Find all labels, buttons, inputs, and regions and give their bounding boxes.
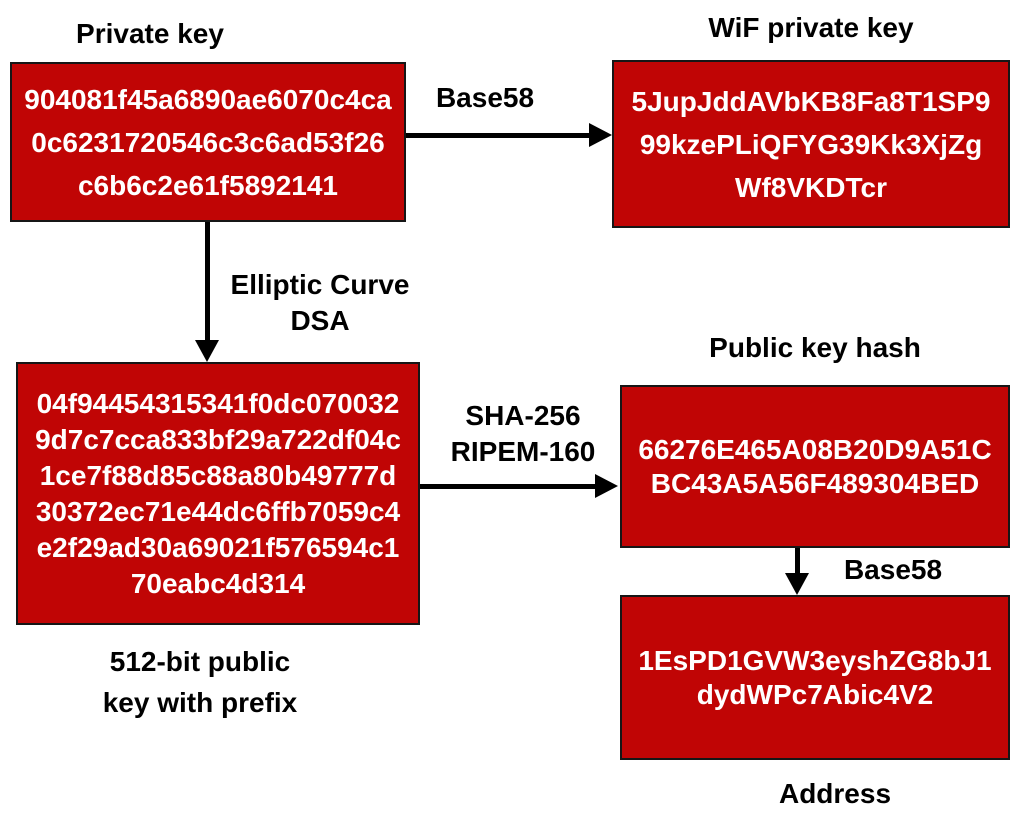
address-value: 1EsPD1GVW3eyshZG8bJ1 dydWPc7Abic4V2 [638,644,992,710]
arrow-head-icon [595,474,618,498]
public-key-value: 04f94454315341f0dc070032 9d7c7cca833bf29… [35,387,401,599]
base58-top-edge-label: Base58 [435,82,535,113]
wif-private-key-box: 5JupJddAVbKB8Fa8T1SP9 99kzePLiQFYG39Kk3X… [612,60,1010,228]
public-key-caption: 512-bit public key with prefix [102,646,298,718]
wif-private-key-value: 5JupJddAVbKB8Fa8T1SP9 99kzePLiQFYG39Kk3X… [631,85,991,203]
base58-bottom-edge-label: Base58 [843,554,943,585]
sha256-ripemd160-edge-label: SHA-256 RIPEM-160 [450,400,596,467]
address-box: 1EsPD1GVW3eyshZG8bJ1 dydWPc7Abic4V2 [620,595,1010,760]
arrow-head-icon [785,573,809,595]
private-key-box: 904081f45a6890ae6070c4ca 0c6231720546c3c… [10,62,406,222]
arrow-head-icon [195,340,219,362]
arrow-private-key-to-public-key [195,222,219,362]
public-key-hash-value: 66276E465A08B20D9A51C BC43A5A56F489304BE… [638,433,992,499]
address-label: Address [778,778,892,809]
arrow-private-key-to-wif [406,123,612,147]
arrow-public-key-to-hash [420,474,618,498]
private-key-label: Private key [76,18,224,49]
public-key-hash-box: 66276E465A08B20D9A51C BC43A5A56F489304BE… [620,385,1010,548]
arrow-shaft [204,222,210,343]
private-key-value: 904081f45a6890ae6070c4ca 0c6231720546c3c… [24,83,392,201]
elliptic-curve-dsa-edge-label: Elliptic Curve DSA [230,269,410,336]
arrow-shaft [420,483,598,489]
arrow-head-icon [589,123,612,147]
arrow-shaft [794,548,800,576]
arrow-shaft [406,132,592,138]
arrow-hash-to-address [785,548,809,595]
public-key-hash-label: Public key hash [709,332,921,363]
public-key-box: 04f94454315341f0dc070032 9d7c7cca833bf29… [16,362,420,625]
wif-private-key-label: WiF private key [708,12,914,43]
